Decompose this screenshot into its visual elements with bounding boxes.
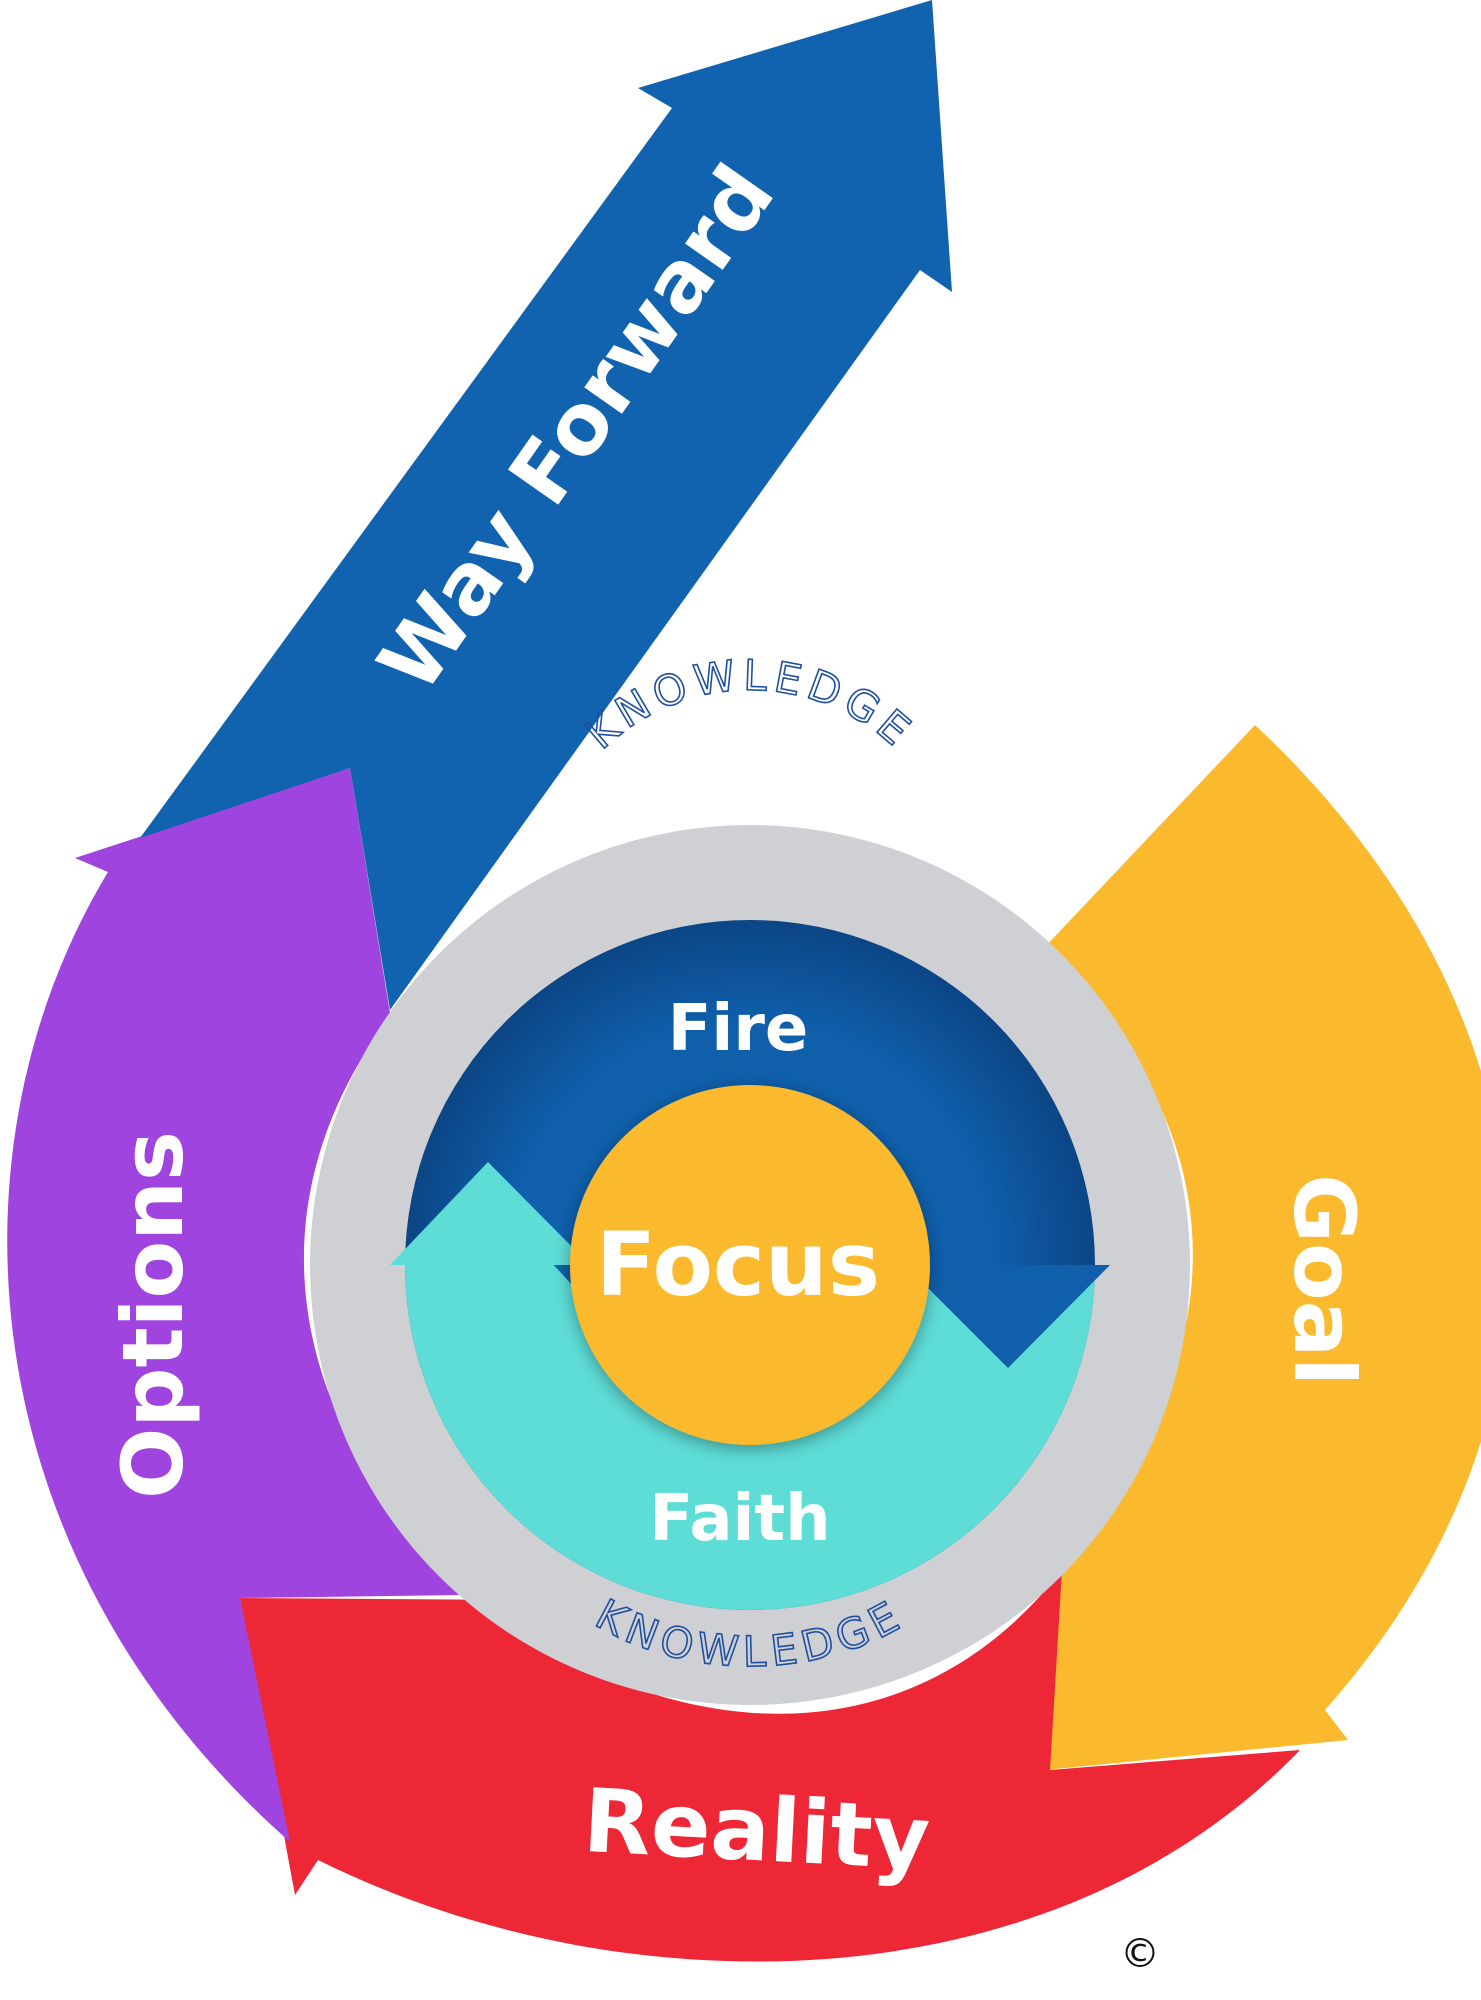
fire-label: Fire bbox=[668, 992, 809, 1066]
faith-arrowhead bbox=[390, 1162, 590, 1265]
focus-label: Focus bbox=[596, 1213, 880, 1316]
goal-label: Goal bbox=[1275, 1174, 1373, 1386]
faith-label: Faith bbox=[649, 1482, 830, 1556]
goal-segment bbox=[1042, 725, 1481, 1770]
copyright-mark: © bbox=[1120, 1931, 1160, 1977]
reality-label: Reality bbox=[581, 1769, 933, 1890]
reality-segment bbox=[240, 1570, 1300, 1962]
options-label: Options bbox=[104, 1131, 202, 1499]
fire-arrowhead bbox=[905, 1265, 1110, 1368]
focus-disc bbox=[570, 1085, 930, 1445]
options-segment bbox=[7, 768, 466, 1842]
way-forward-arrow bbox=[140, 0, 952, 1010]
